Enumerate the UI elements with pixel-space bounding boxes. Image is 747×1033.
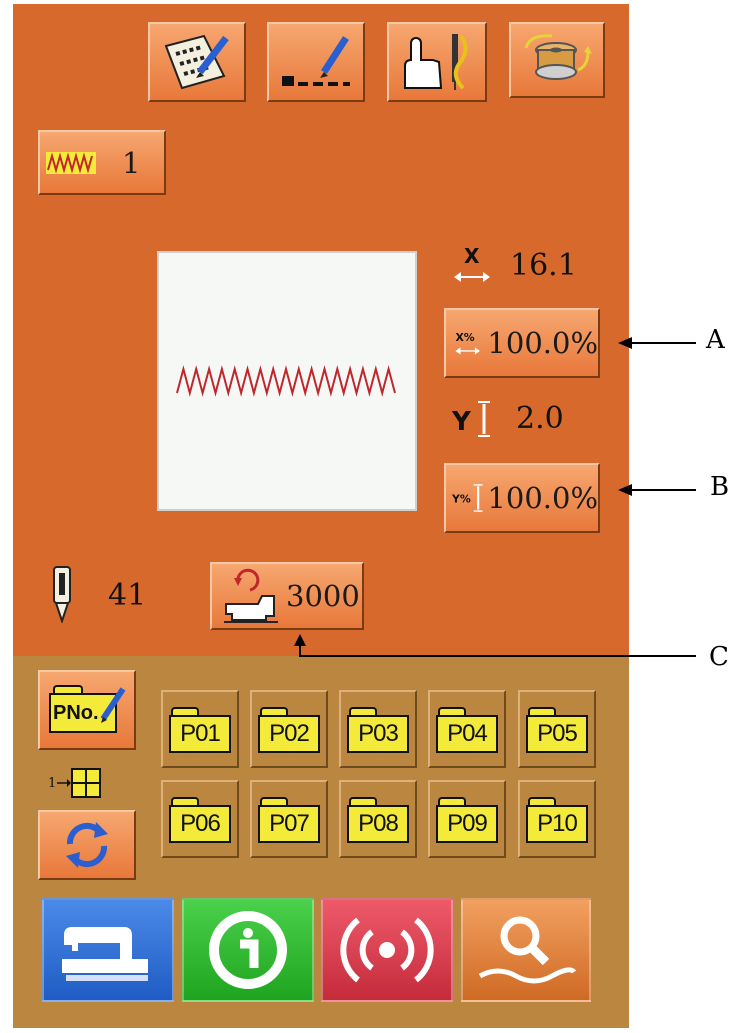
folder-icon: P05 [526, 707, 588, 753]
page-switch-button[interactable] [38, 810, 136, 880]
folder-icon: P04 [436, 707, 498, 753]
pno-register-button[interactable]: PNo. [38, 670, 136, 750]
svg-text:X%: X% [455, 331, 474, 344]
manual-needle-button[interactable] [387, 22, 487, 102]
pattern-folder-p10[interactable]: P10 [518, 780, 596, 858]
x-width-value: 16.1 [510, 248, 577, 283]
pattern-folder-p08[interactable]: P08 [339, 780, 417, 858]
folder-icon: P02 [258, 707, 320, 753]
y-height-icon: Y [452, 401, 490, 437]
annotation-c: C [709, 642, 729, 672]
pattern-folder-p02[interactable]: P02 [250, 690, 328, 768]
annotation-a: A [706, 325, 725, 355]
pattern-edit-icon [164, 34, 229, 90]
folder-icon: P07 [258, 797, 320, 843]
y-scale-button[interactable]: Y% 100.0% [444, 463, 600, 533]
folder-label: P04 [447, 720, 488, 747]
manual-needle-icon [404, 34, 468, 90]
counter-button[interactable]: 3000 [210, 562, 364, 630]
folder-icon: P10 [526, 797, 588, 843]
folder-label: P09 [447, 810, 488, 837]
folder-label: P07 [269, 810, 310, 837]
communication-button[interactable] [321, 898, 453, 1002]
pattern-folder-p05[interactable]: P05 [518, 690, 596, 768]
search-icon [478, 916, 576, 984]
y-scale-value: 100.0% [487, 481, 598, 515]
page-number: 1 [48, 775, 57, 791]
pattern-folder-p06[interactable]: P06 [161, 780, 239, 858]
folder-icon: P03 [347, 707, 409, 753]
pno-label: PNo. [53, 701, 99, 724]
sew-mode-button[interactable] [42, 898, 174, 1002]
stitch-preview-icon [176, 365, 396, 397]
page-indicator: 1 [48, 767, 103, 799]
pattern-folder-p01[interactable]: P01 [161, 690, 239, 768]
pattern-select-button[interactable]: 1 [38, 130, 166, 195]
y-scale-icon: Y% [452, 484, 483, 512]
x-scale-value: 100.0% [487, 326, 598, 360]
info-icon [209, 911, 287, 989]
x-width-icon: X [454, 245, 490, 282]
grid-icon [57, 768, 102, 798]
pattern-number: 1 [122, 145, 141, 180]
pattern-folder-p09[interactable]: P09 [428, 780, 506, 858]
folder-icon: P06 [169, 797, 231, 843]
folder-label: P10 [537, 810, 578, 837]
refresh-icon [66, 822, 108, 868]
sewing-machine-icon [62, 927, 148, 981]
folder-icon: P09 [436, 797, 498, 843]
x-scale-button[interactable]: X% 100.0% [444, 308, 600, 378]
svg-text:Y: Y [452, 407, 472, 437]
pattern-folder-p03[interactable]: P03 [339, 690, 417, 768]
annotation-b: B [710, 472, 730, 502]
search-button[interactable] [461, 898, 591, 1002]
zigzag-stitch-icon [46, 151, 96, 174]
counter-reset-icon [224, 568, 278, 623]
y-height-value: 2.0 [516, 401, 564, 436]
counter-value: 3000 [286, 579, 360, 613]
folder-label: P06 [180, 810, 221, 837]
bobbin-winder-icon [524, 34, 592, 80]
folder-icon: P08 [347, 797, 409, 843]
folder-label: P01 [180, 720, 221, 747]
pencil-icon [100, 687, 126, 723]
stitch-edit-icon [282, 36, 350, 86]
folder-label: P05 [537, 720, 578, 747]
wireless-icon [340, 917, 434, 983]
svg-text:Y%: Y% [452, 492, 471, 505]
folder-label: P08 [358, 810, 399, 837]
needle-count: 41 [108, 578, 147, 613]
pattern-folder-p07[interactable]: P07 [250, 780, 328, 858]
info-button[interactable] [182, 898, 314, 1002]
folder-label: P03 [358, 720, 399, 747]
pattern-preview [157, 251, 417, 511]
x-scale-icon: X% [455, 331, 480, 355]
pattern-folder-p04[interactable]: P04 [428, 690, 506, 768]
svg-text:X: X [464, 245, 480, 268]
pno-folder-icon: PNo. [49, 685, 126, 735]
pattern-edit-button[interactable] [148, 22, 246, 102]
needle-icon [53, 566, 71, 623]
bobbin-winder-button[interactable] [509, 22, 605, 98]
folder-icon: P01 [169, 707, 231, 753]
folder-label: P02 [269, 720, 310, 747]
stitch-edit-button[interactable] [267, 22, 365, 102]
